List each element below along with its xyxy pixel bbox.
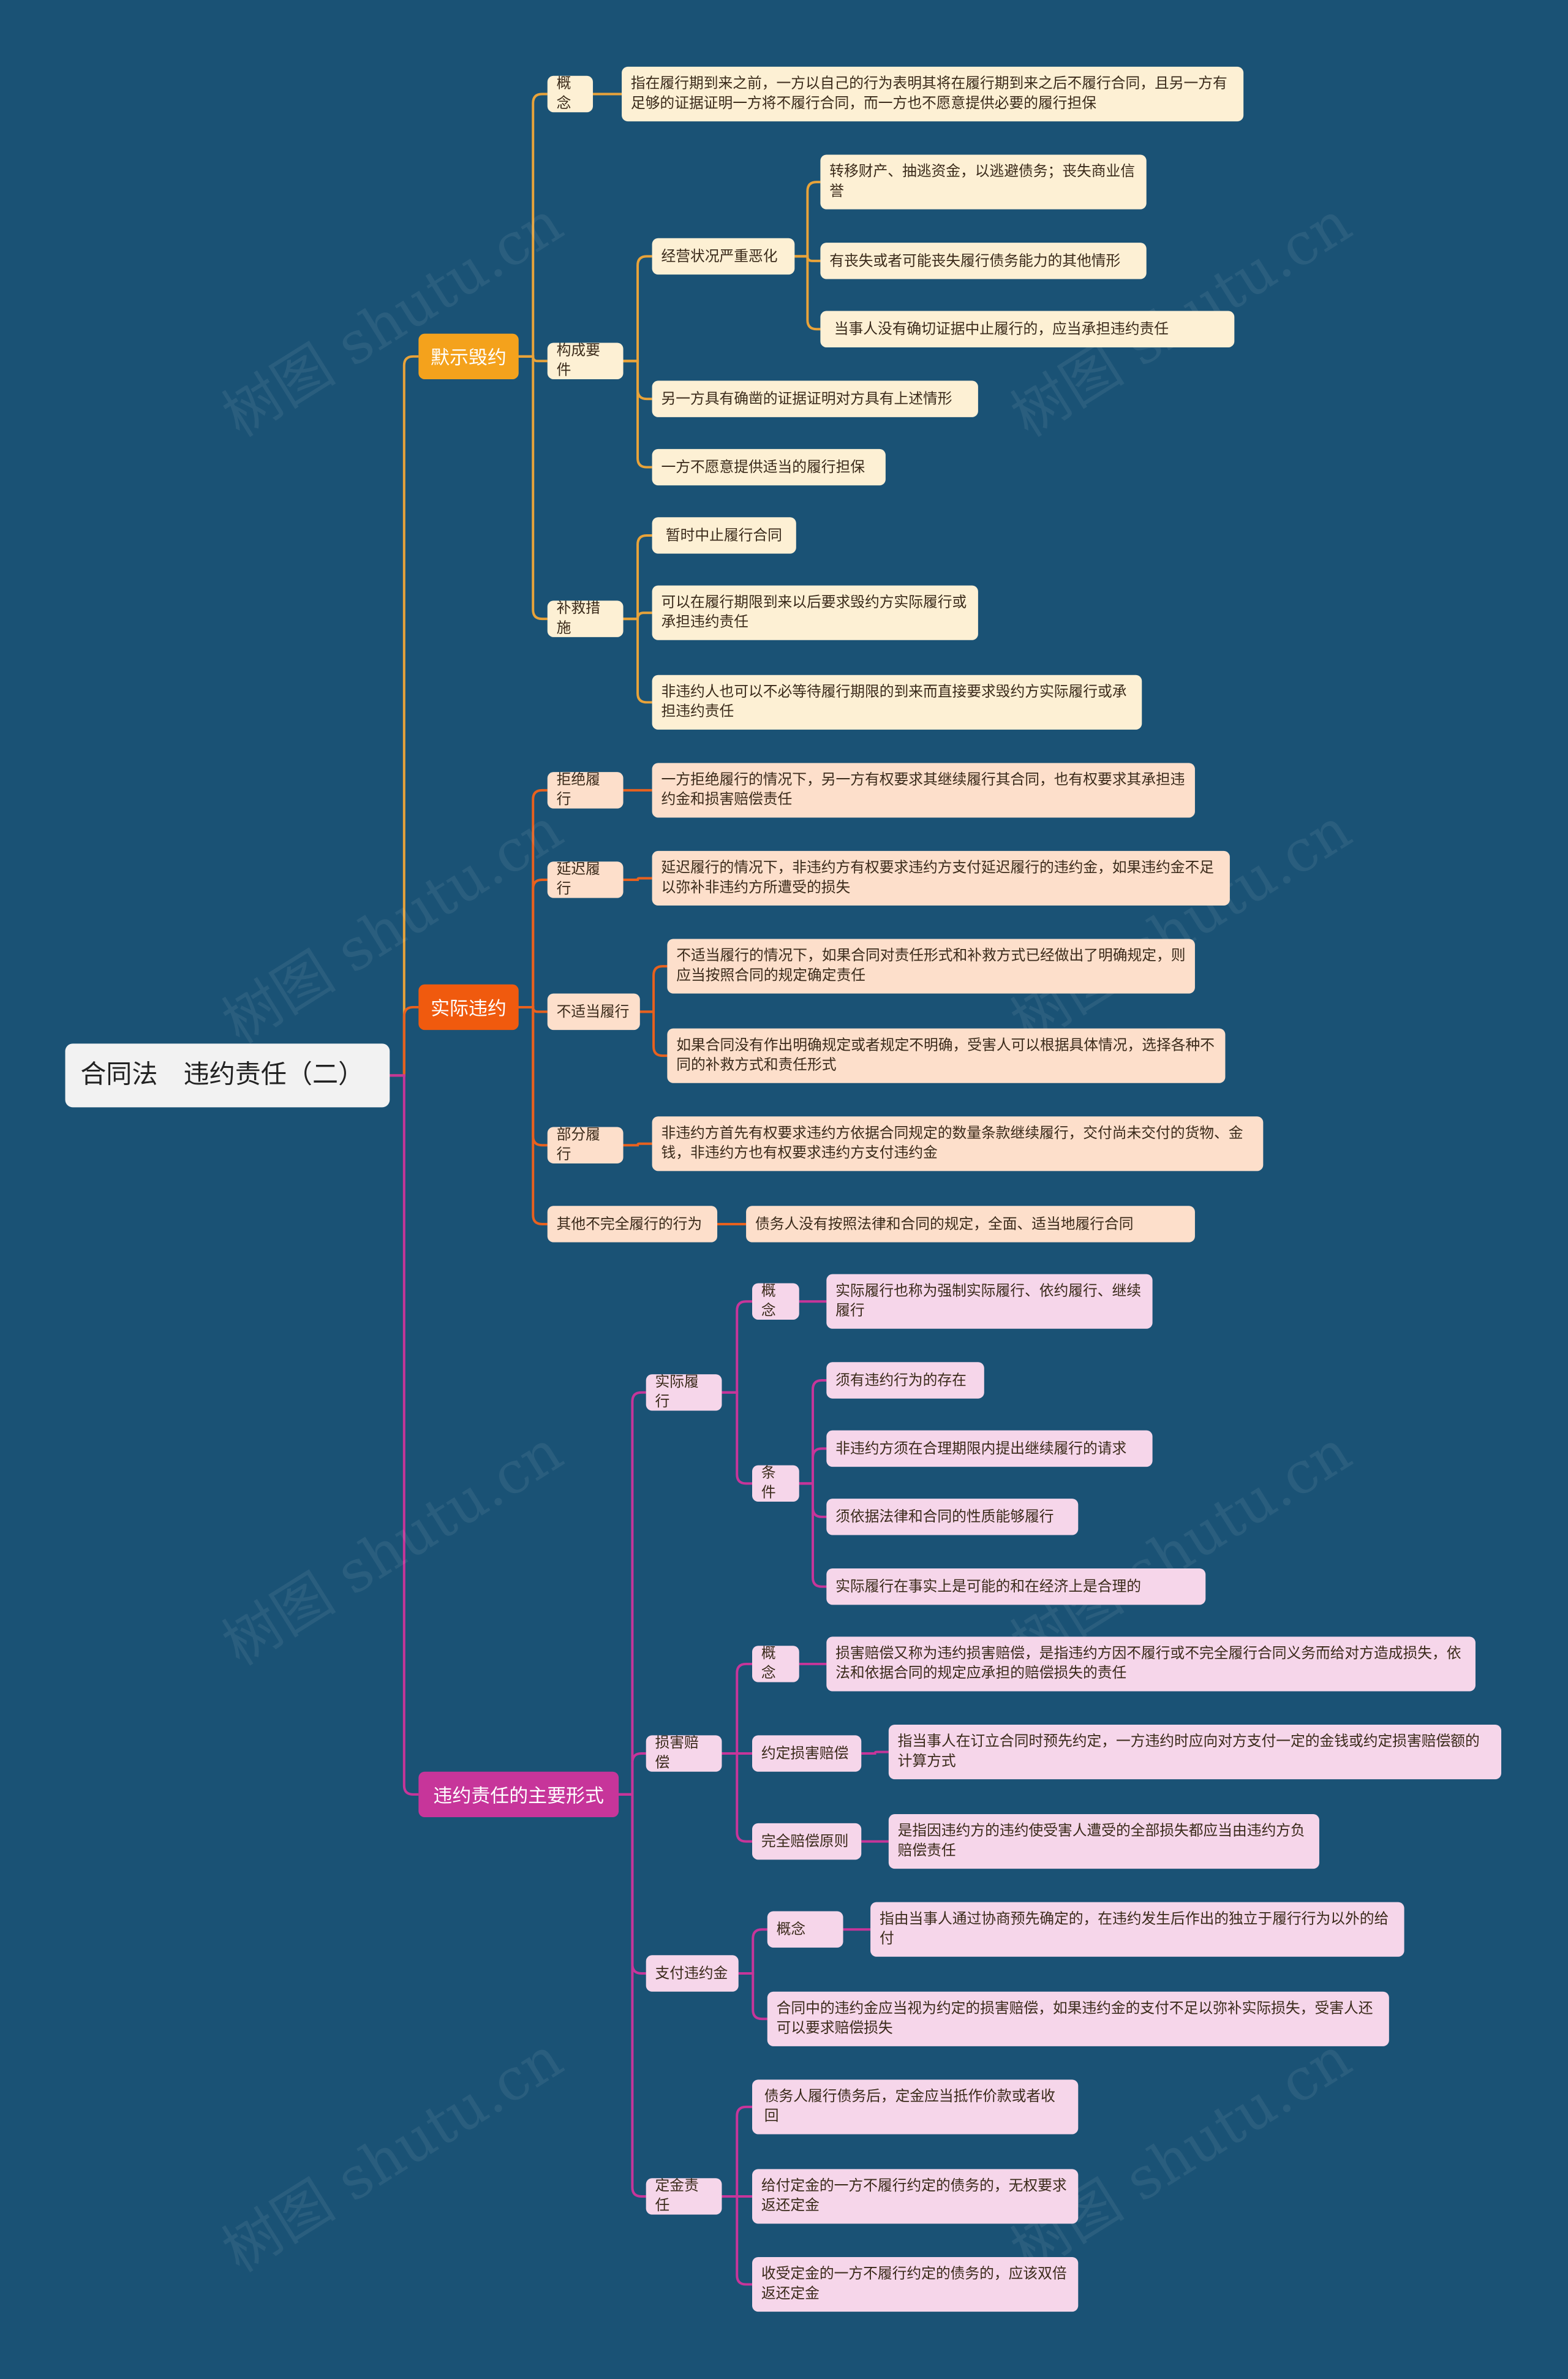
connector-line [794, 255, 821, 331]
connector-line [639, 1010, 668, 1057]
connector-line [619, 1391, 646, 1796]
leaf-text[interactable]: 非违约方须在合理期限内提出继续履行的请求 [826, 1430, 1153, 1467]
connector-line [639, 965, 668, 1013]
leaf-text[interactable]: 转移财产、抽逃资金，以逃避债务；丧失商业信誉 [820, 154, 1147, 210]
connector-line [794, 181, 821, 258]
node-concept[interactable]: 概念 [547, 75, 594, 113]
connector-line [518, 878, 548, 1008]
branch-anticipatory-breach[interactable]: 默示毁约 [418, 333, 519, 379]
node-deterioration[interactable]: 经营状况严重恶化 [652, 238, 795, 275]
leaf-text[interactable]: 非违约人也可以不必等待履行期限的到来而直接要求毁约方实际履行或承担违约责任 [652, 675, 1142, 730]
connector-line [518, 789, 548, 1008]
connector-line [722, 2105, 752, 2198]
connector-line [738, 1928, 767, 1975]
leaf-text[interactable]: 合同中的违约金应当视为约定的损害赔偿，如果违约金的支付不足以弥补实际损失，受害人… [767, 1991, 1389, 2046]
node-actual-performance[interactable]: 实际履行 [646, 1374, 722, 1411]
node-full-compensation[interactable]: 完全赔偿原则 [752, 1823, 862, 1860]
leaf-text[interactable]: 给付定金的一方不履行约定的债务的，无权要求返还定金 [752, 2169, 1079, 2224]
connector-line [623, 877, 652, 881]
leaf-text[interactable]: 损害赔偿又称为违约损害赔偿，是指违约方因不履行或不完全履行合同义务而给对方造成损… [826, 1636, 1476, 1692]
node-refusal[interactable]: 拒绝履行 [547, 772, 624, 809]
connector-line [623, 1142, 652, 1147]
leaf-text[interactable]: 延迟履行的情况下，非违约方有权要求违约方支付延迟履行的违约金，如果违约金不足以弥… [652, 850, 1230, 906]
leaf-text[interactable]: 暂时中止履行合同 [652, 517, 796, 554]
connector-line [619, 1752, 646, 1796]
connector-line [518, 93, 548, 358]
connector-line [722, 1662, 752, 1755]
connector-line [623, 255, 652, 363]
node-concept[interactable]: 概念 [752, 1283, 799, 1320]
leaf-text[interactable]: 债务人履行债务后，定金应当抵作价款或者收回 [752, 2079, 1079, 2135]
connector-line [619, 1793, 646, 2198]
connector-line [390, 355, 419, 1077]
node-concept[interactable]: 概念 [752, 1646, 799, 1682]
connector-line [623, 618, 652, 704]
connector-line [390, 1005, 419, 1077]
connector-line [738, 1972, 767, 2021]
leaf-text[interactable]: 另一方具有确凿的证据证明对方具有上述情形 [652, 380, 978, 417]
leaf-text[interactable]: 实际履行在事实上是可能的和在经济上是合理的 [826, 1568, 1206, 1605]
connector-line [799, 1447, 827, 1485]
node-remedy[interactable]: 补救措施 [547, 600, 624, 637]
root-node[interactable]: 合同法 违约责任（二） [65, 1043, 390, 1108]
leaf-text[interactable]: 有丧失或者可能丧失履行债务能力的其他情形 [820, 243, 1147, 279]
leaf-text[interactable]: 须有违约行为的存在 [826, 1362, 984, 1399]
branch-liability-forms[interactable]: 违约责任的主要形式 [418, 1771, 619, 1818]
connector-line [722, 1300, 752, 1394]
connector-line [722, 1391, 752, 1485]
connector-line [518, 1005, 548, 1225]
node-conditions[interactable]: 条件 [752, 1465, 799, 1502]
connector-line [722, 1752, 752, 1843]
connector-line [861, 1750, 889, 1755]
leaf-text[interactable]: 债务人没有按照法律和合同的规定，全面、适当地履行合同 [746, 1206, 1195, 1242]
leaf-text[interactable]: 是指因违约方的违约使受害人遭受的全部损失都应当由违约方负赔偿责任 [888, 1814, 1319, 1869]
leaf-text[interactable]: 不适当履行的情况下，如果合同对责任形式和补救方式已经做出了明确规定，则应当按照合… [667, 939, 1195, 994]
node-deposit[interactable]: 定金责任 [646, 2178, 722, 2215]
leaf-text[interactable]: 一方不愿意提供适当的履行担保 [652, 448, 886, 486]
connector-line [623, 360, 652, 469]
node-partial[interactable]: 部分履行 [547, 1127, 624, 1163]
leaf-text[interactable]: 可以在履行期限到来以后要求毁约方实际履行或承担违约责任 [652, 585, 978, 640]
leaf-text[interactable]: 须依据法律和合同的性质能够履行 [826, 1499, 1079, 1535]
leaf-text[interactable]: 如果合同没有作出明确规定或者规定不明确，受害人可以根据具体情况，选择各种不同的补… [667, 1028, 1226, 1083]
leaf-text[interactable]: 收受定金的一方不履行约定的债务的，应该双倍返还定金 [752, 2256, 1079, 2312]
connector-line [799, 1379, 827, 1485]
connector-line [390, 1074, 419, 1796]
node-damages[interactable]: 损害赔偿 [646, 1735, 722, 1772]
node-delay[interactable]: 延迟履行 [547, 861, 624, 898]
leaf-text[interactable]: 实际履行也称为强制实际履行、依约履行、继续履行 [826, 1274, 1153, 1329]
connector-line [518, 355, 548, 621]
branch-actual-breach[interactable]: 实际违约 [418, 984, 519, 1031]
connector-line [623, 534, 652, 621]
node-improper[interactable]: 不适当履行 [547, 993, 640, 1031]
node-concept[interactable]: 概念 [767, 1911, 843, 1948]
node-other[interactable]: 其他不完全履行的行为 [547, 1206, 718, 1242]
connector-line [722, 2195, 752, 2286]
leaf-text[interactable]: 非违约方首先有权要求违约方依据合同规定的数量条款继续履行，交付尚未交付的货物、金… [652, 1116, 1264, 1171]
leaf-text[interactable]: 指当事人在订立合同时预先约定，一方违约时应向对方支付一定的金钱或约定损害赔偿额的… [888, 1724, 1502, 1780]
leaf-text[interactable]: 当事人没有确切证据中止履行的，应当承担违约责任 [820, 311, 1235, 347]
node-agreed-damages[interactable]: 约定损害赔偿 [752, 1735, 862, 1772]
node-elements[interactable]: 构成要件 [547, 342, 624, 379]
leaf-text[interactable]: 指由当事人通过协商预先确定的，在违约发生后作出的独立于履行行为以外的给付 [870, 1902, 1404, 1957]
leaf-text[interactable]: 一方拒绝履行的情况下，另一方有权要求其继续履行其合同，也有权要求其承担违约金和损… [652, 763, 1195, 818]
leaf-concept-text[interactable]: 指在履行期到来之前，一方以自己的行为表明其将在履行期到来之后不履行合同，且另一方… [622, 66, 1244, 122]
node-penalty[interactable]: 支付违约金 [646, 1955, 739, 1992]
connector-line [799, 1482, 827, 1588]
